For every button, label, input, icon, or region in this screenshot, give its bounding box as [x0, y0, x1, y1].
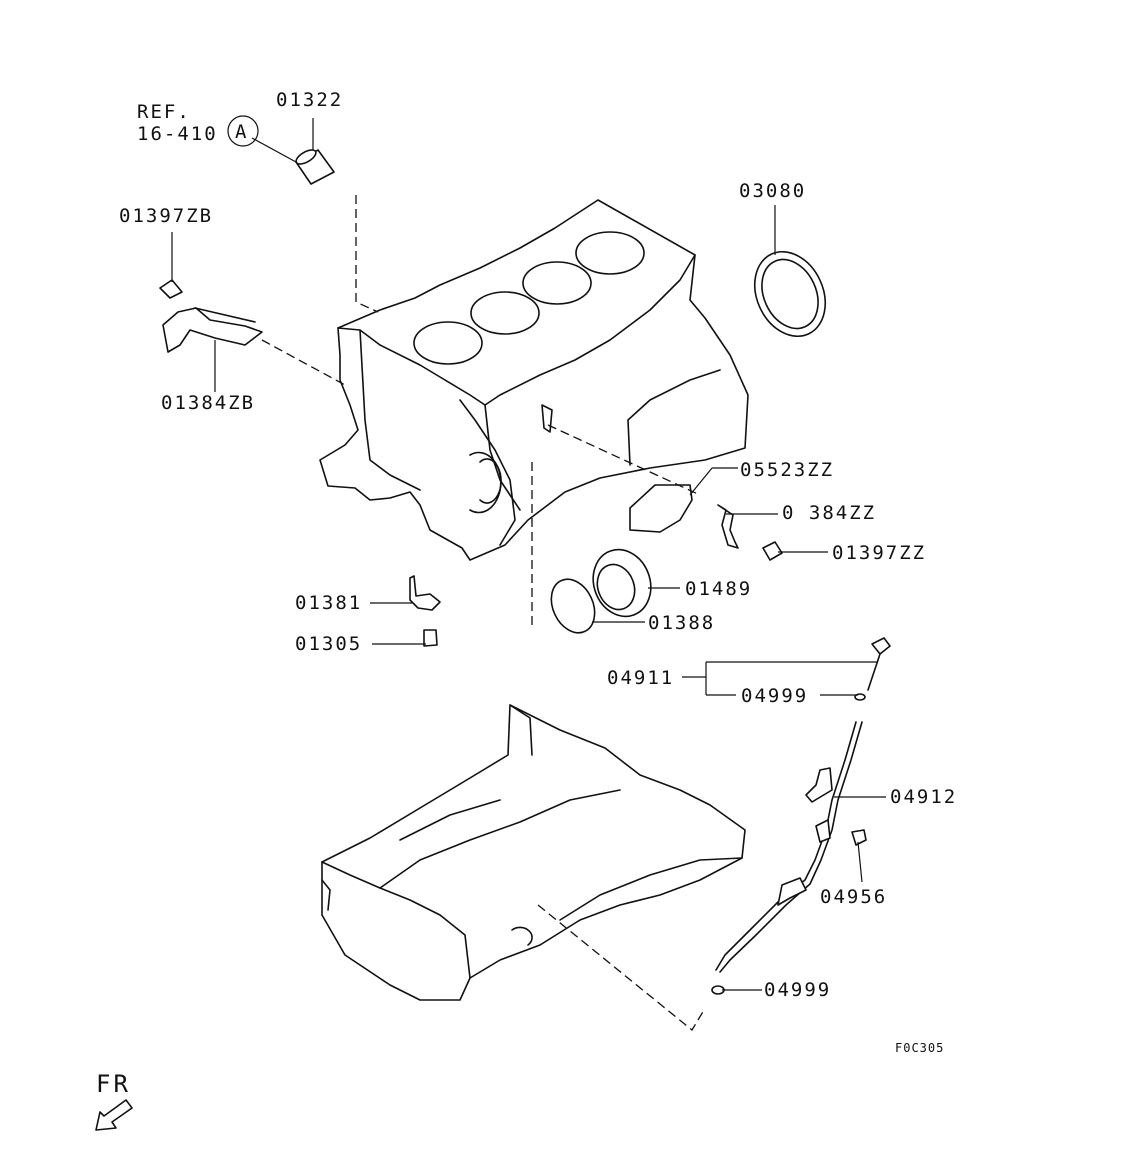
rear-oil-seal [753, 250, 827, 338]
clip-zz [717, 504, 739, 549]
label-01489: 01489 [685, 578, 752, 600]
front-arrow-icon [95, 1099, 133, 1131]
front-oil-seal [592, 548, 652, 618]
label-03080: 03080 [739, 180, 806, 202]
label-01322: 01322 [276, 89, 343, 111]
label-01384ZB: 01384ZB [161, 392, 255, 414]
ref-line-2: 16-410 [137, 123, 218, 145]
label-04912: 04912 [890, 786, 957, 808]
bracket-zb [162, 307, 263, 353]
label-01384ZZ: 0 384ZZ [782, 502, 876, 524]
bolt-zz [762, 541, 783, 561]
label-01388: 01388 [648, 612, 715, 634]
label-01305: 01305 [295, 633, 362, 655]
label-04999-upper: 04999 [741, 685, 808, 707]
label-05523ZZ: 05523ZZ [740, 459, 834, 481]
cylinder-bore-2 [470, 291, 540, 335]
ref-line-1: REF. [137, 101, 191, 123]
label-04911: 04911 [607, 667, 674, 689]
cylinder-block [319, 199, 749, 561]
o-ring-01388 [550, 578, 596, 634]
oil-level-gauge [711, 637, 891, 995]
direction-label: FR [96, 1070, 131, 1098]
label-01397ZZ: 01397ZZ [832, 542, 926, 564]
drain-plug [423, 629, 438, 647]
cylinder-bore-3 [522, 261, 592, 305]
lower-crankcase [321, 704, 746, 1001]
ref-circle-letter: A [235, 121, 248, 143]
reference-circle [227, 115, 259, 147]
label-04999-lower: 04999 [764, 979, 831, 1001]
label-01397ZB: 01397ZB [119, 205, 213, 227]
bolt-zb [159, 279, 183, 299]
cylinder-bore-4 [575, 231, 645, 275]
part-01381 [409, 575, 441, 611]
bracket-05523 [629, 484, 693, 533]
figure-code: F0C305 [895, 1041, 944, 1055]
label-01381: 01381 [295, 592, 362, 614]
cylinder-bore-1 [413, 321, 483, 365]
label-04956: 04956 [820, 886, 887, 908]
